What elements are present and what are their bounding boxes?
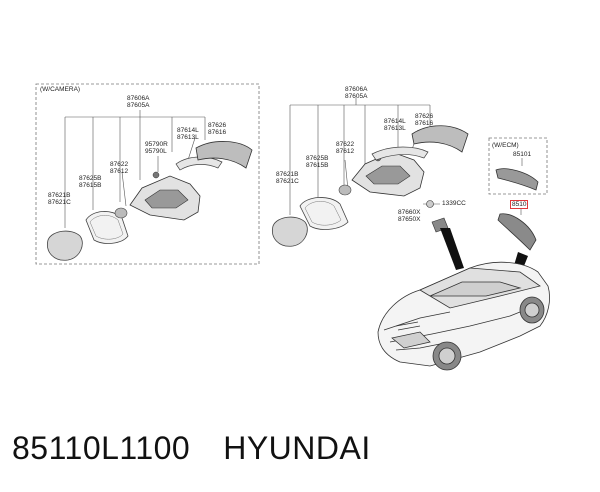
left-trim-strip (175, 156, 223, 171)
left-label-95790r: 95790R (145, 141, 168, 148)
left-label-87614l: 87614L (177, 127, 199, 134)
middle-trim-strip (371, 146, 429, 161)
left-cap-cover (195, 141, 253, 169)
left-label-87621c: 87621C (48, 199, 71, 206)
rearview-mirror (497, 213, 537, 251)
middle-label-87625b: 87625B (306, 155, 329, 162)
left-label-87616: 87616 (208, 129, 227, 136)
left-mirror-cover (47, 230, 83, 261)
left-label-87612: 87612 (110, 168, 129, 175)
left-group-title: (W/CAMERA) (40, 86, 81, 93)
middle-label-87621c: 87621C (276, 178, 299, 185)
middle-label-87622: 87622 (336, 141, 355, 148)
left-label-87606a: 87606A (127, 95, 150, 102)
left-label-87605a: 87605A (127, 102, 150, 109)
left-label-95790l: 95790L (145, 148, 167, 155)
car-illustration (377, 261, 550, 371)
left-label-87621b: 87621B (48, 192, 71, 199)
middle-label-87621b: 87621B (276, 171, 299, 178)
middle-screw (426, 200, 434, 208)
camera-group-box (35, 83, 260, 265)
highlighted-part-label: 8510 (510, 200, 529, 209)
footer-brand: HYUNDAI (223, 430, 371, 466)
middle-label-87613l: 87613L (384, 125, 406, 132)
ecm-mirror (495, 168, 539, 191)
middle-label-87660x: 87660X (398, 209, 421, 216)
middle-label-87606a: 87606A (345, 86, 368, 93)
middle-label-87605a: 87605A (345, 93, 368, 100)
left-label-87622: 87622 (110, 161, 129, 168)
footer-part-number: 85110L1100 (12, 430, 191, 466)
left-leader-lines (64, 110, 206, 228)
left-label-87626: 87626 (208, 122, 227, 129)
middle-label-87626: 87626 (415, 113, 434, 120)
footer-caption: 85110L1100 HYUNDAI (12, 430, 371, 467)
left-small-part (114, 207, 128, 219)
middle-label-1339cc: 1339CC (442, 200, 466, 207)
middle-label-87616: 87616 (415, 120, 434, 127)
middle-cap-cover (411, 125, 469, 153)
ecm-label-85101: 85101 (513, 151, 532, 158)
left-label-87613l: 87613L (177, 134, 199, 141)
middle-small-part (338, 184, 352, 196)
middle-label-87612: 87612 (336, 148, 355, 155)
left-mirror-glass (85, 211, 129, 244)
ecm-group-box (488, 137, 548, 195)
middle-mirror-glass (299, 197, 349, 230)
middle-mirror-cover (272, 216, 308, 247)
middle-label-87614l: 87614L (384, 118, 406, 125)
left-mirror-housing (129, 171, 201, 221)
left-label-87615b: 87615B (79, 182, 102, 189)
middle-mirror-housing (351, 151, 425, 197)
ecm-group-title: (W/ECM) (492, 142, 519, 149)
left-label-87625b: 87625B (79, 175, 102, 182)
middle-label-87615b: 87615B (306, 162, 329, 169)
middle-label-87650x: 87650X (398, 216, 421, 223)
